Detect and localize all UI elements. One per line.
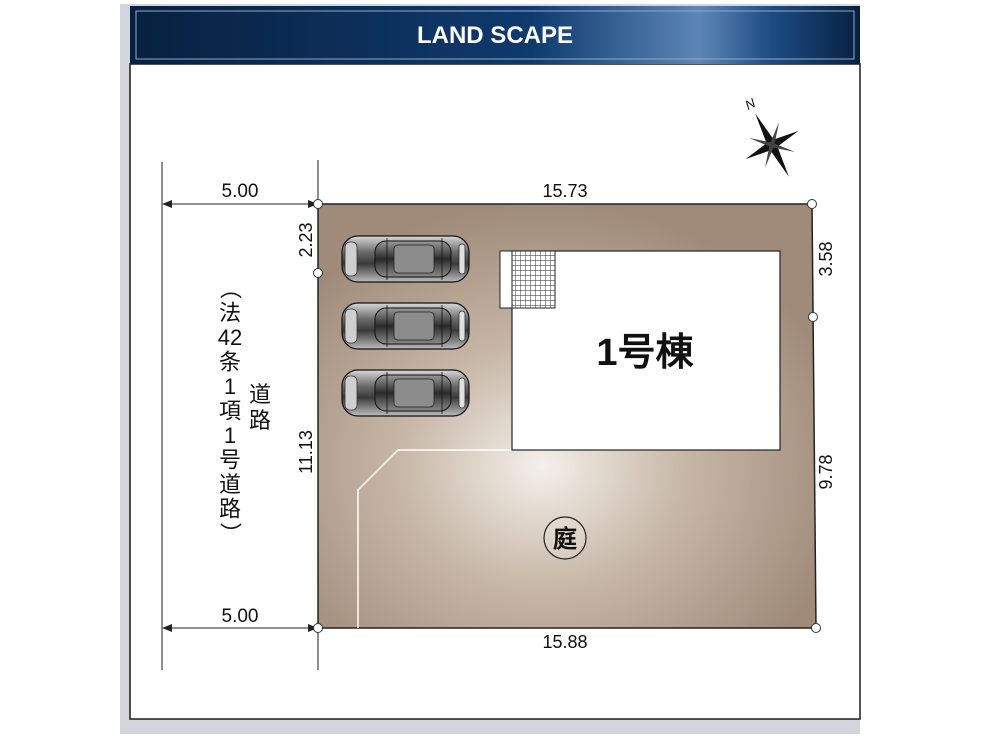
header-title: LAND SCAPE: [417, 22, 573, 49]
road-width-top: 5.00: [222, 181, 259, 202]
boundary-marker: [807, 199, 817, 209]
parking-spaces: [341, 235, 470, 417]
road-label-char: 路: [249, 408, 271, 433]
boundary-marker: [808, 312, 818, 322]
header-bar: LAND SCAPE: [130, 6, 860, 64]
road-label-char: ）: [217, 522, 242, 544]
lot-dim-right-lower: 9.78: [816, 454, 836, 489]
garden-marker: 庭: [543, 516, 587, 560]
road-label-char: 道: [219, 472, 241, 497]
road-label-char: 号: [219, 448, 241, 473]
road-label-char: 1: [224, 423, 236, 448]
boundary-marker: [811, 623, 821, 633]
garden-label: 庭: [553, 525, 577, 553]
lot-dim-right-upper: 3.58: [816, 241, 836, 276]
parked-car: [341, 302, 470, 350]
lot-dim-left-lower: 11.13: [296, 430, 316, 474]
building-label: 1号棟: [596, 332, 694, 374]
boundary-marker: [313, 268, 323, 278]
road-label-char: 1: [224, 374, 236, 399]
parked-car: [341, 235, 470, 283]
road-width-bottom: 5.00: [222, 606, 259, 627]
road-label-char: 路: [219, 497, 241, 522]
stair-grid: [511, 250, 556, 309]
driveway-boundary: [357, 449, 512, 628]
compass-icon: N: [743, 95, 799, 177]
building-1: 1号棟: [499, 250, 781, 451]
road-label-char: 項: [219, 399, 241, 424]
road-label-char: 法: [219, 301, 241, 326]
road-label-char: 条: [219, 350, 241, 375]
road-label-char: 42: [218, 325, 242, 350]
parked-car: [341, 369, 470, 417]
boundary-marker: [313, 199, 323, 209]
boundary-markers: [313, 199, 821, 633]
road-label-char: （: [217, 277, 242, 299]
boundary-marker: [313, 623, 323, 633]
lot-dim-top: 15.73: [542, 181, 587, 201]
road-label-char: 道: [249, 382, 271, 407]
road-label-side: 道路: [249, 382, 271, 433]
lot-dim-bottom: 15.88: [542, 632, 587, 652]
lot-dim-left-upper: 2.23: [296, 222, 316, 257]
